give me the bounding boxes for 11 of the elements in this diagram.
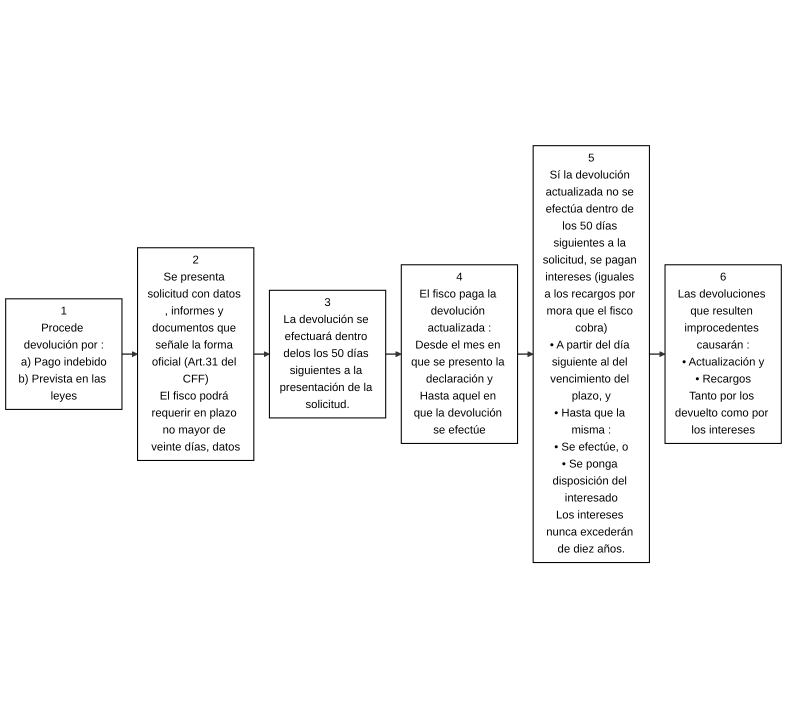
node-box: 3 La devolución se efectuará dentro delos los 50 días siguientes a la presentación de la solicitud. bbox=[268, 290, 386, 419]
arrow bbox=[386, 351, 402, 358]
arrow bbox=[649, 351, 666, 358]
node-box: 5 Sí la devolución actualizada no se efectúa dentro de los 50 días siguientes a la solicitud, se pagan intereses (iguales a los recargos por mora que el fisco cobra) • A partir del día siguiente al del vencimiento del plazo, y • Hasta que la misma : • Se efectúe, o • Se ponga disposición del interesado Los intereses nunca excederán de diez años. bbox=[532, 146, 650, 564]
arrow bbox=[254, 351, 270, 358]
arrow bbox=[518, 351, 534, 358]
node-box: 6 Las devoluciones que resulten improcedentes causarán : • Actualización y • Recargos Tanto por los devuelto como por los intereses bbox=[664, 264, 782, 444]
arrow bbox=[122, 351, 138, 358]
node-box: 4 El fisco paga la devolución actualizada : Desde el mes en que se presento la declaración y Hasta aquel en que la devolución se efectúe bbox=[400, 264, 518, 444]
node-box: 2 Se presenta solicitud con datos , informes y documentos que señale la forma oficial (Art.31 del CFF) El fisco podrá requerir en plazo no mayor de veinte días, datos bbox=[137, 248, 254, 462]
node-box: 1 Procede devolución por : a) Pago indebido b) Prevista en las leyes bbox=[5, 298, 122, 410]
